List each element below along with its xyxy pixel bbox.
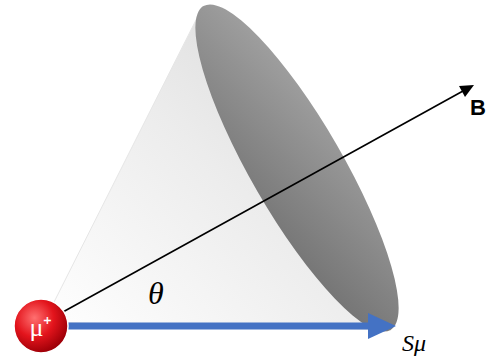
spin-label: Sμ bbox=[402, 330, 426, 356]
cone-base bbox=[164, 0, 431, 353]
angle-label: θ bbox=[148, 276, 164, 311]
field-label: B bbox=[470, 96, 486, 120]
field-arrow bbox=[52, 91, 463, 318]
muon-sphere: μ⁺ bbox=[12, 297, 70, 355]
spin-arrowhead bbox=[368, 313, 396, 339]
particle-symbol: μ⁺ bbox=[12, 297, 70, 355]
spin-arrow bbox=[60, 323, 372, 330]
